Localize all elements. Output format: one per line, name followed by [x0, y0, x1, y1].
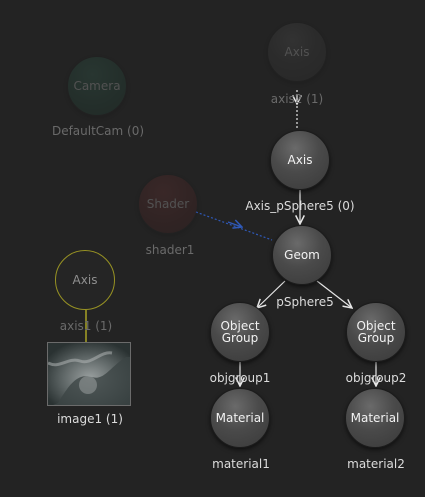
node-shader[interactable]: Shader [138, 174, 198, 234]
label-material2: material2 [347, 457, 405, 471]
node-axis-psphere5[interactable]: Axis [270, 130, 330, 190]
label-image1: image1 (1) [57, 412, 123, 426]
label-objgroup1: objgroup1 [209, 371, 271, 385]
node-geom[interactable]: Geom [272, 225, 332, 285]
edge-geom-to-objgroup1 [257, 280, 286, 308]
label-material1: material1 [212, 457, 270, 471]
label-axis-psphere5: Axis_pSphere5 (0) [245, 199, 355, 213]
edge-shader-to-geom-arrow [227, 222, 242, 227]
label-axis1: axis1 (1) [59, 319, 113, 333]
label-psphere5: pSphere5 [276, 295, 334, 309]
node-axis1[interactable]: Axis [55, 250, 115, 310]
node-material2[interactable]: Material [345, 388, 405, 448]
image-thumbnail-icon [48, 343, 130, 405]
edge-geom-to-objgroup2 [316, 280, 352, 308]
label-defaultcam: DefaultCam (0) [51, 124, 145, 138]
node-objgroup1[interactable]: Object Group [210, 302, 270, 362]
node-objgroup2[interactable]: Object Group [346, 302, 406, 362]
edge-shader-to-geom [195, 211, 273, 241]
node-material1[interactable]: Material [210, 388, 270, 448]
image-thumbnail[interactable] [47, 342, 131, 406]
label-shader1: shader1 [145, 243, 195, 257]
label-axis2: axis2 (1) [270, 92, 324, 106]
label-objgroup2: objgroup2 [345, 371, 407, 385]
node-camera[interactable]: Camera [67, 56, 127, 116]
node-axis2[interactable]: Axis [267, 22, 327, 82]
